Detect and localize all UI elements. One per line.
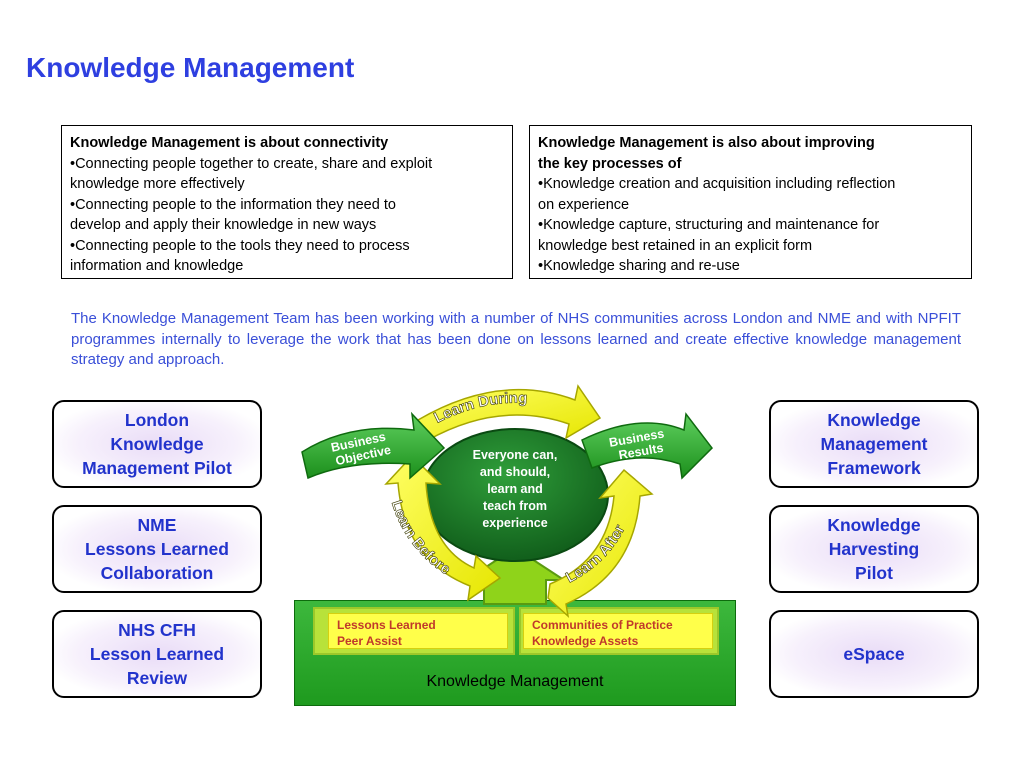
key-processes-line: •Knowledge creation and acquisition incl… (538, 176, 896, 192)
london-km-pilot-box: London Knowledge Management Pilot (52, 400, 262, 488)
connectivity-heading: Knowledge Management is about connectivi… (70, 135, 389, 151)
connectivity-line: knowledge more effectively (70, 176, 245, 192)
nme-lessons-learned-box: NME Lessons Learned Collaboration (52, 505, 262, 593)
panel-line: Knowledge Assets (532, 634, 639, 648)
learn-during-label: Learn During (431, 390, 527, 427)
box-line: Harvesting (828, 539, 920, 559)
box-line: London (124, 410, 190, 430)
panel-line: Communities of Practice (532, 618, 673, 632)
box-line: Knowledge (827, 515, 921, 535)
connectivity-line: •Connecting people together to create, s… (70, 155, 433, 172)
box-line: Knowledge (827, 410, 921, 430)
km-base-label: Knowledge Management (426, 673, 604, 690)
box-line: Pilot (855, 563, 893, 583)
up-arrow (462, 546, 568, 605)
connectivity-line: •Connecting people to the information th… (70, 196, 396, 213)
key-processes-box: Knowledge Management is also about impro… (529, 125, 972, 279)
box-line: NME (137, 515, 177, 535)
box-line: Lessons Learned (85, 539, 229, 559)
box-line: Lesson Learned (89, 644, 225, 664)
communities-panel: Communities of Practice Knowledge Assets (523, 613, 713, 649)
learn-before-label: Learn Before (388, 498, 454, 578)
panel-line: Peer Assist (337, 634, 402, 648)
key-processes-heading: the key processes of (538, 155, 682, 172)
panel-line: Lessons Learned (337, 618, 436, 632)
page-title: Knowledge Management (26, 52, 355, 83)
business-objective-arrow (301, 411, 446, 480)
nhs-cfh-review-box: NHS CFH Lesson Learned Review (52, 610, 262, 698)
knowledge-harvesting-box: Knowledge Harvesting Pilot (769, 505, 979, 593)
connectivity-box: Knowledge Management is about connectivi… (61, 125, 513, 279)
box-line: eSpace (843, 644, 905, 664)
circle-line: teach from (483, 499, 547, 513)
circle-line: experience (482, 516, 548, 530)
espace-box: eSpace (769, 610, 979, 698)
circle-line: and should, (479, 465, 551, 479)
box-line: Collaboration (100, 563, 214, 583)
km-framework-box: Knowledge Management Framework (769, 400, 979, 488)
key-processes-line: •Knowledge sharing and re-use (538, 258, 740, 274)
circle-line: learn and (487, 482, 543, 496)
box-line: Management (820, 434, 928, 454)
box-line: NHS CFH (118, 620, 196, 640)
connectivity-line: information and knowledge (70, 258, 244, 274)
box-line: Management Pilot (82, 458, 232, 478)
connectivity-line: develop and apply their knowledge in new… (70, 217, 377, 233)
circle-line: Everyone can, (472, 448, 558, 462)
business-objective-line: Business (330, 430, 387, 455)
key-processes-line: •Knowledge capture, structuring and main… (538, 217, 880, 233)
key-processes-heading: Knowledge Management is also about impro… (538, 135, 875, 151)
lessons-learned-panel: Lessons Learned Peer Assist (328, 613, 508, 649)
business-results-line: Results (618, 441, 665, 463)
box-line: Knowledge (110, 434, 204, 454)
business-objective-label: Business Objective (330, 430, 393, 469)
key-processes-line: on experience (538, 196, 630, 213)
business-results-arrow (581, 412, 713, 480)
business-objective-line: Objective (334, 443, 392, 468)
box-line: Review (126, 668, 188, 688)
business-results-label: Business Results (608, 426, 665, 463)
business-results-line: Business (608, 426, 665, 449)
connectivity-line: •Connecting people to the tools they nee… (70, 237, 410, 254)
learn-during-arrow (417, 384, 602, 442)
team-paragraph: The Knowledge Management Team has been w… (71, 310, 961, 368)
experience-circle-text: Everyone can, and should, learn and teac… (455, 447, 575, 532)
box-line: Framework (827, 458, 921, 478)
key-processes-line: knowledge best retained in an explicit f… (538, 237, 813, 254)
